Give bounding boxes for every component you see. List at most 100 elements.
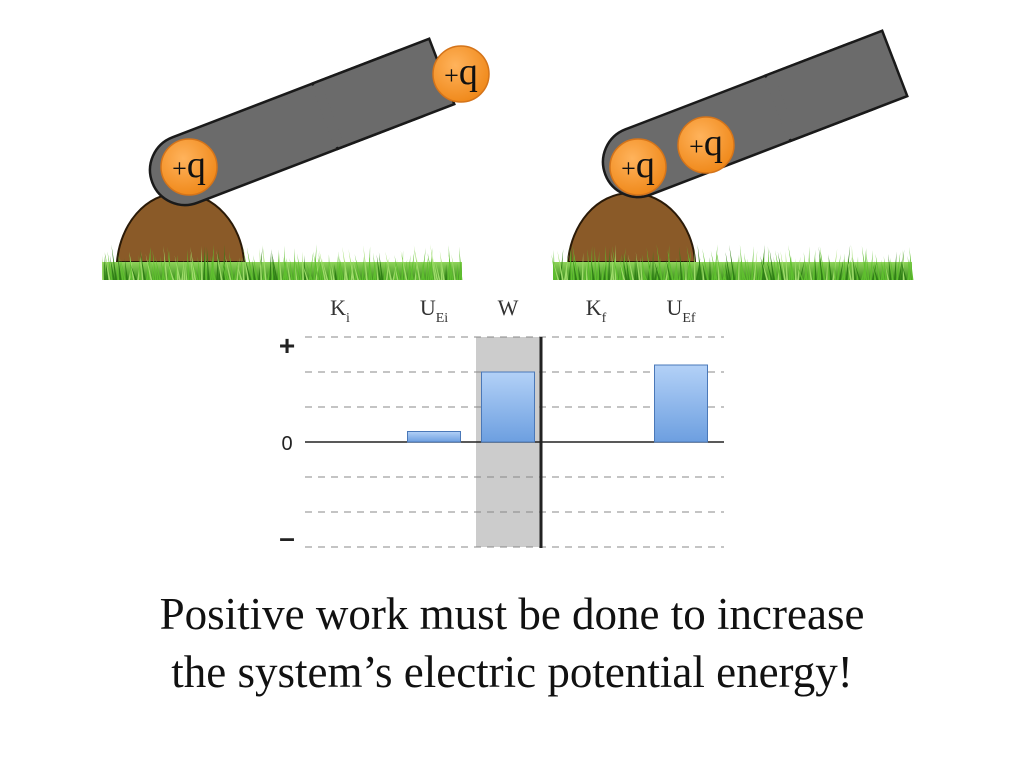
grass-blade [652,251,654,280]
grass-blade [594,246,597,280]
grass-blade [338,251,342,280]
grass-blade [269,248,272,280]
grass-blade [828,254,832,280]
left-scene: +q +q [102,37,490,280]
grass-blade [203,246,205,280]
grass-blade [282,256,289,280]
grass-blade [890,257,894,280]
grass-blade [451,254,456,280]
grass-blade [394,255,401,280]
bar-w [481,371,535,443]
column-header-uef: UEf [666,295,695,326]
grass-blade [376,254,381,280]
grass-blade [445,263,447,280]
grass-blade [702,265,705,280]
grass-blade [363,245,368,280]
grass-blade [271,252,276,280]
grass-blade [812,249,816,280]
grass-blade [775,250,782,280]
grass-blade [755,262,758,280]
grass-blade [201,246,203,280]
grass-blade [861,265,865,280]
grass-blade [833,260,837,280]
grass-blade [109,255,115,280]
grass-blade [636,259,639,280]
grass-blade [839,258,844,280]
grass-blade [435,260,441,280]
svg-text:+q: +q [621,144,655,186]
grass-blade [559,248,564,280]
grass-blade [334,263,337,280]
caption-line-1: Positive work must be done to increase [159,589,865,639]
grass-blade [216,253,219,280]
right-charge-base: +q [609,138,667,196]
grass-blade [385,257,390,280]
grass-blade [222,259,230,280]
grass-blade [145,253,153,280]
grass-blade [896,252,901,280]
grass-blade [747,258,751,280]
grass-blade [583,264,587,280]
grass-blade [244,257,252,280]
grass-blade [721,262,727,280]
grass-blade [777,251,784,280]
bar-uef [654,364,708,443]
grass-blade [189,251,194,280]
grass-blade [654,265,658,280]
grass-blade [104,251,111,280]
grass-blade [383,260,386,280]
grass-blade [183,266,186,280]
grass-blade [440,259,443,280]
grass-blade [129,252,133,280]
grass-blade [568,245,573,280]
grass-blade [909,247,914,280]
grass-blade [329,264,333,280]
grass-blade [210,256,216,280]
grass-blade [603,263,606,280]
grass-blade [278,249,280,280]
grass-blade [284,245,287,280]
grass-blade [869,250,873,280]
grass-blade [306,262,313,280]
grass-blade [308,251,314,280]
grass-blade [246,247,254,280]
grass-blade [847,257,852,280]
grass-blade [104,256,106,280]
grass-blade [315,253,320,280]
grass-blade [313,252,320,280]
grass-blade [722,263,727,280]
grass-blade [674,265,676,280]
grass-blade [400,250,408,280]
grass-blade [866,249,870,280]
svg-text:+q: +q [444,51,478,93]
grass-blade [788,256,791,280]
grass-blade [581,252,584,280]
grass-blade [401,250,404,280]
grass-blade [279,252,282,280]
svg-text:+q: +q [689,122,723,164]
grass-blade [799,260,805,280]
grass-blade [572,244,579,280]
grass-blade [385,251,392,280]
grass-blade [626,258,632,280]
grass-blade [197,256,201,280]
grass-blade [627,254,634,280]
grass-blade [352,259,359,280]
grass-blade [421,247,426,280]
grass-blade [155,265,159,280]
svg-text:+q: +q [172,144,206,186]
grass-blade [174,254,178,280]
grass-blade [619,260,626,280]
grass-blade [369,256,373,280]
grass-blade [861,245,868,280]
grass-blade [757,265,760,280]
grass-blade [767,246,771,280]
grass-blade [828,258,830,280]
grass-blade [901,263,907,280]
grass-blade [372,262,376,280]
grass-blade [394,263,399,280]
grass-blade [697,244,703,280]
grass-blade [569,245,573,280]
grass-blade [439,250,445,280]
grass-blade [331,262,335,280]
